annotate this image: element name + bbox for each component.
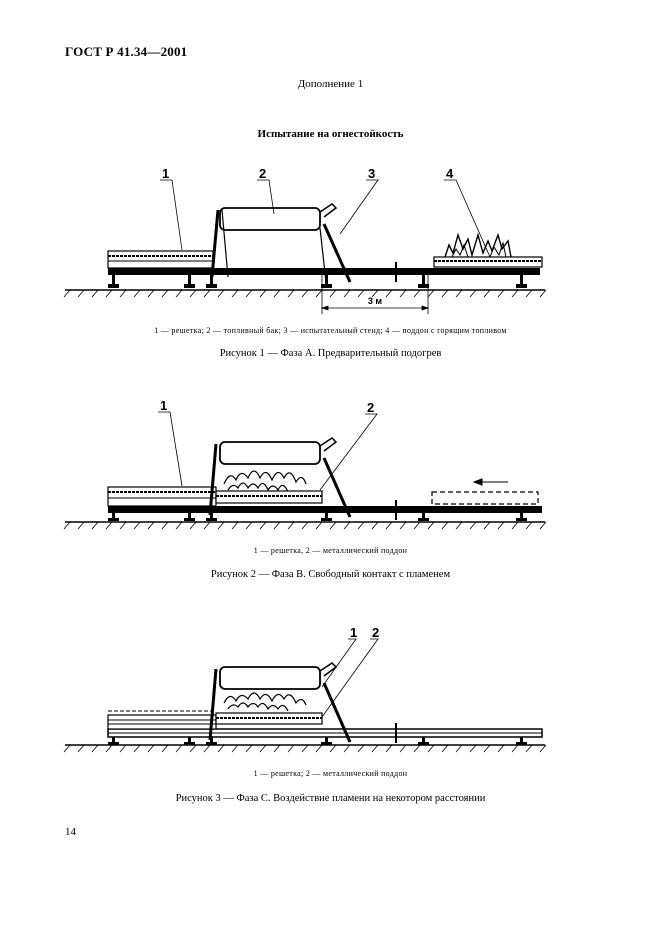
metal-tray bbox=[215, 712, 323, 725]
test-stand bbox=[210, 209, 352, 283]
figure-1-legend: 1 — решетка; 2 — топливный бак; 3 — испы… bbox=[154, 326, 507, 335]
figure-3-legend: 1 — решетка; 2 — металлический поддон bbox=[253, 769, 408, 778]
figure-1-diagram: 3 м 1 2 3 4 bbox=[63, 166, 547, 314]
dimension-text: 3 м bbox=[368, 296, 383, 306]
label-4: 4 bbox=[446, 166, 454, 181]
flames bbox=[223, 470, 307, 493]
figure-2-legend: 1 — решетка, 2 — металлический поддон bbox=[253, 546, 408, 555]
supports bbox=[108, 737, 527, 745]
leader-lines bbox=[158, 411, 378, 491]
ground-line bbox=[63, 289, 547, 298]
flames bbox=[223, 692, 307, 712]
supports bbox=[108, 275, 527, 288]
burning-tray bbox=[433, 232, 543, 268]
ground-line bbox=[63, 744, 547, 753]
fuel-tank bbox=[219, 437, 338, 465]
leader-lines bbox=[160, 179, 491, 258]
rail-track bbox=[108, 262, 540, 282]
metal-tray bbox=[215, 490, 323, 504]
label-2: 2 bbox=[259, 166, 266, 181]
section-title: Испытание на огнестойкость bbox=[257, 128, 404, 140]
figure-2-caption: Рисунок 2 — Фаза В. Свободный контакт с … bbox=[210, 569, 451, 580]
label-3: 3 bbox=[368, 166, 375, 181]
figure-3-caption: Рисунок 3 — Фаза С. Воздействие пламени … bbox=[175, 793, 486, 804]
supplement-label: Дополнение 1 bbox=[297, 78, 364, 90]
label-2: 2 bbox=[367, 400, 374, 415]
fuel-tank bbox=[219, 662, 338, 690]
leader-lines bbox=[321, 638, 379, 718]
direction-arrow bbox=[472, 478, 508, 486]
grate bbox=[107, 486, 217, 507]
test-stand bbox=[208, 443, 352, 518]
dimension-3m bbox=[320, 270, 430, 314]
test-stand bbox=[208, 668, 352, 743]
rail-track bbox=[108, 506, 542, 513]
label-1: 1 bbox=[162, 166, 169, 181]
fuel-tank bbox=[219, 203, 338, 231]
label-2: 2 bbox=[372, 625, 379, 640]
figure-1-caption: Рисунок 1 — Фаза А. Предварительный подо… bbox=[219, 348, 442, 359]
moved-tray-dashed bbox=[431, 491, 539, 505]
label-1: 1 bbox=[160, 400, 167, 413]
ground-line bbox=[63, 521, 547, 530]
grate bbox=[107, 250, 214, 269]
figure-3-diagram: 1 2 bbox=[63, 625, 547, 753]
grate bbox=[107, 710, 217, 730]
document-id: ГОСТ Р 41.34—2001 bbox=[65, 44, 188, 59]
label-1: 1 bbox=[350, 625, 357, 640]
page-number: 14 bbox=[65, 826, 76, 838]
figure-2-diagram: 1 2 bbox=[63, 400, 547, 530]
supports bbox=[108, 513, 527, 521]
